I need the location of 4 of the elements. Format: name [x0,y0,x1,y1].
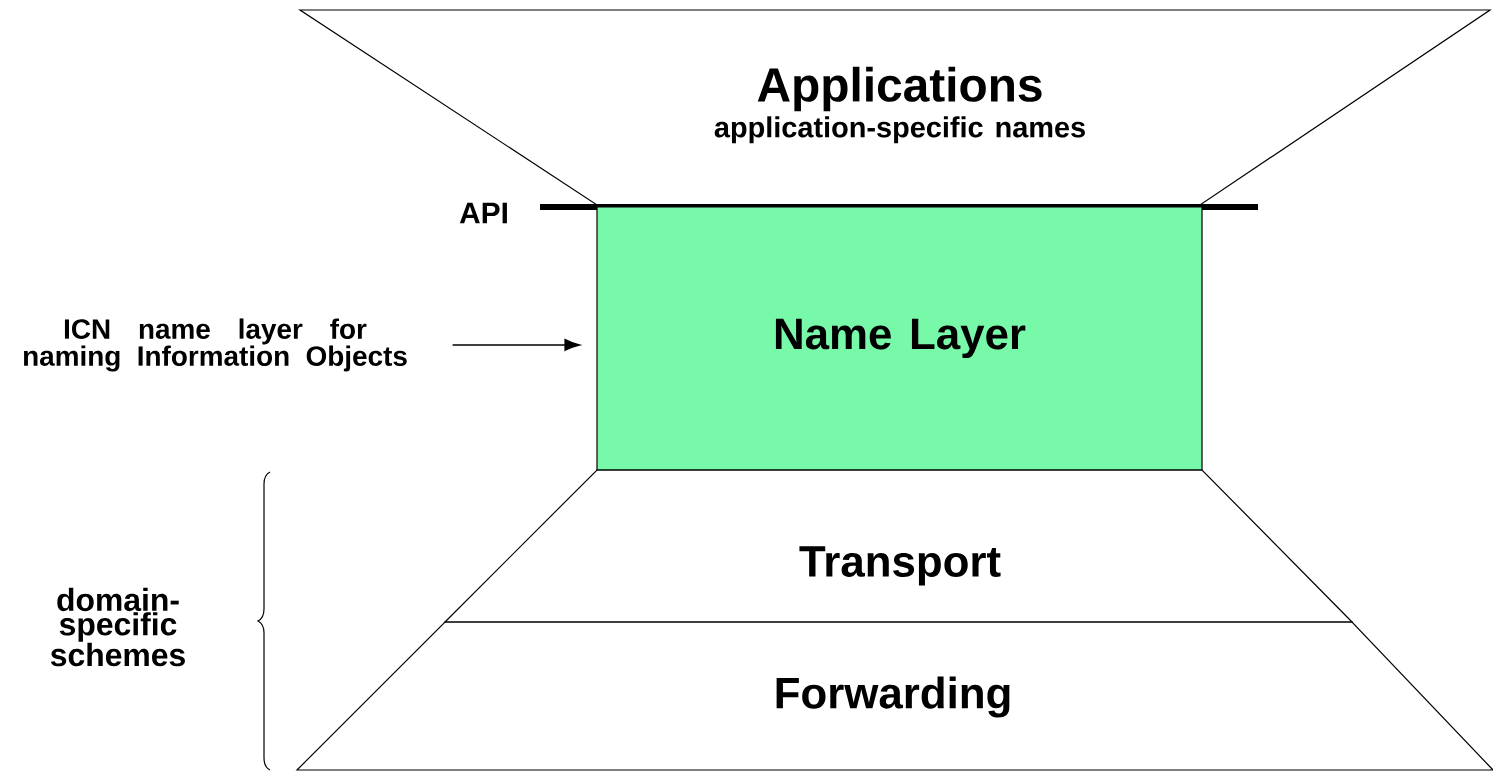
annotation-text: ICN name layer for naming Information Objects [24,318,407,372]
arrow [451,339,580,351]
layer-box: Name Layer [596,206,1203,471]
bracket-label: domain-specific schemes [50,587,185,667]
